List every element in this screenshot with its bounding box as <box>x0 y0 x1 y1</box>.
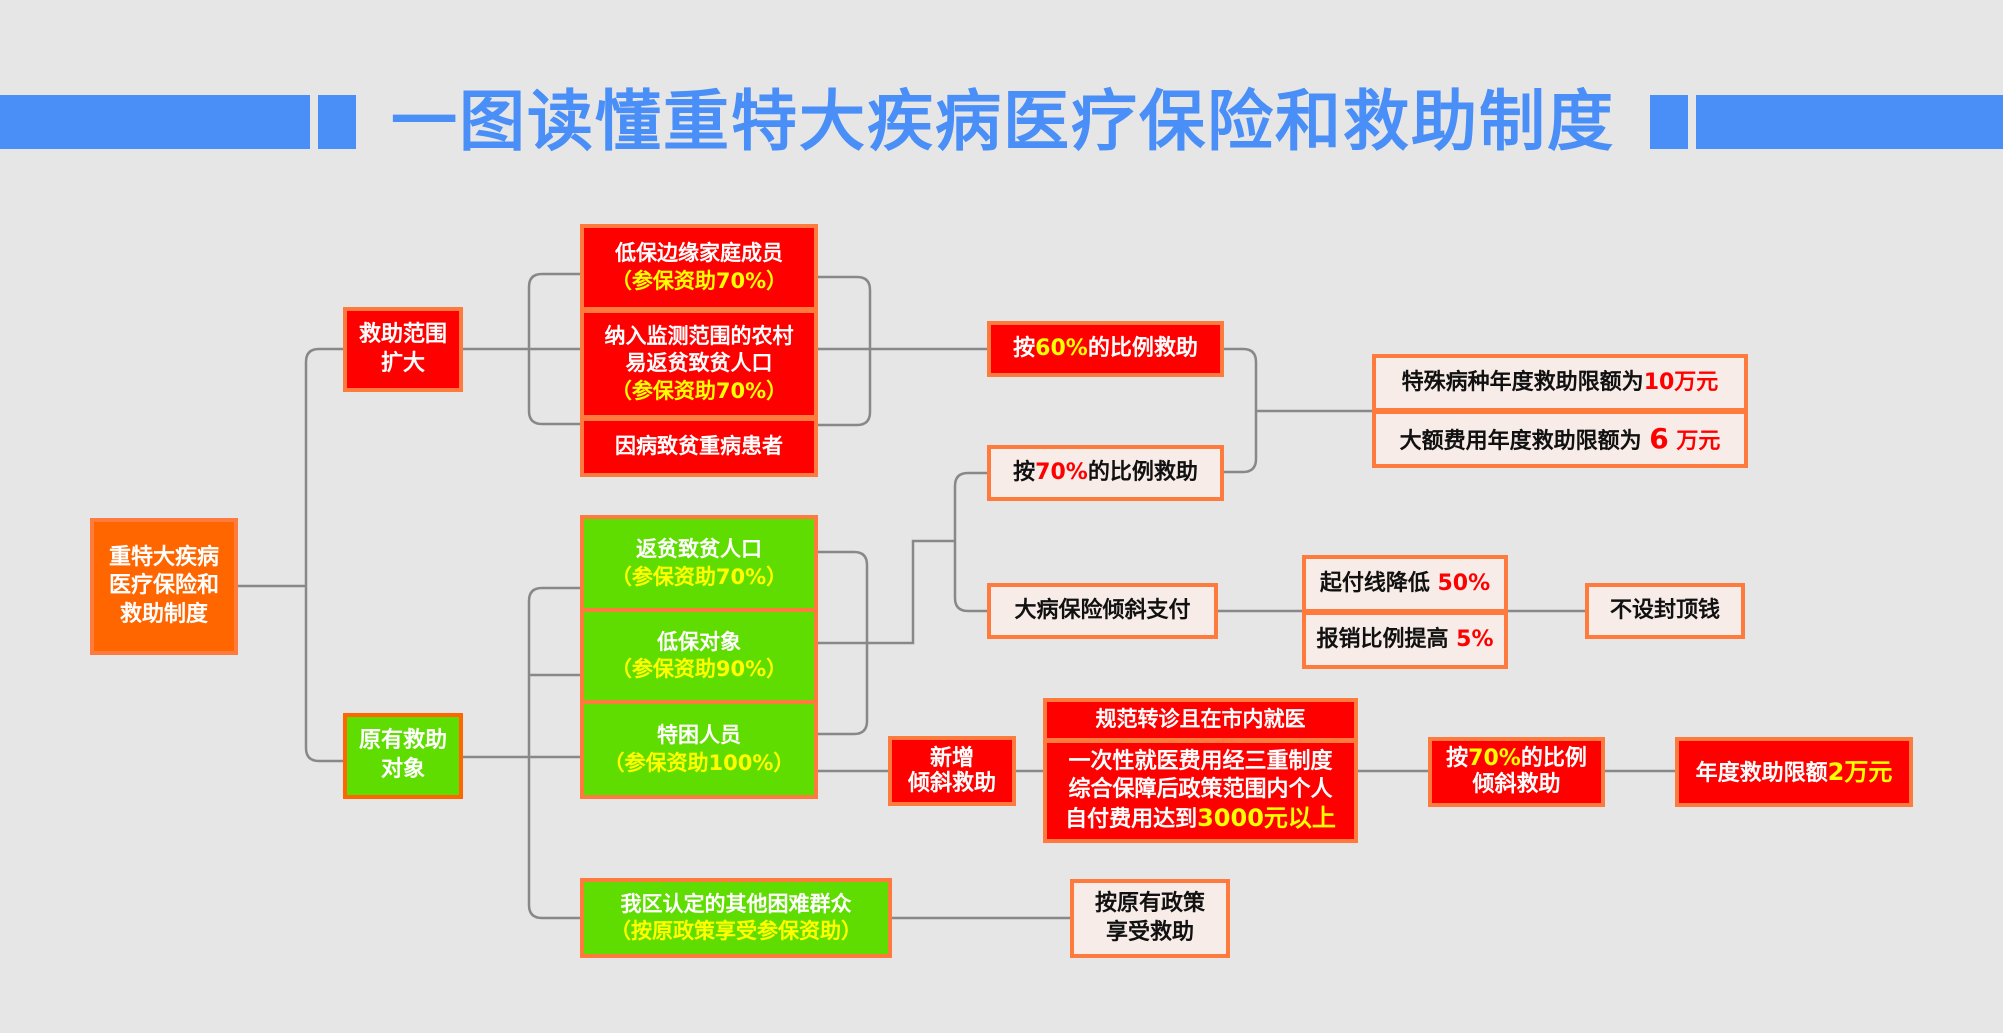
item-label: 特困人员 <box>657 723 741 748</box>
adjust-value: 5% <box>1456 627 1494 652</box>
item-label: 返贫致贫人口 <box>636 537 762 562</box>
critical-insurance-label: 大病保险倾斜支付 <box>1014 597 1191 623</box>
tilt-line-1: 按70%的比例 <box>1446 746 1587 772</box>
item-note: （参保资助100%） <box>603 750 795 775</box>
connector-limits-bracket <box>1224 347 1372 474</box>
item-note: （按原政策享受参保资助） <box>610 919 862 943</box>
connector-expanded-bracket <box>527 272 580 426</box>
adjust-text: 起付线降低 <box>1319 571 1430 596</box>
condition-header: 规范转诊且在市内就医 <box>1043 698 1358 742</box>
ratio-value: 60% <box>1035 336 1088 361</box>
connector-green-to-outcomes <box>818 471 987 645</box>
branch-original-targets: 原有救助 对象 <box>343 713 463 799</box>
condition-value: 3000元以上 <box>1197 804 1336 833</box>
tilt-value: 70% <box>1468 745 1521 771</box>
ratio-prefix: 按 <box>1013 336 1036 361</box>
title-bar-left <box>0 95 310 149</box>
condition-detail: 一次性就医费用经三重制度 综合保障后政策范围内个人 自付费用达到3000元以上 <box>1043 739 1358 843</box>
no-cap-label: 不设封顶钱 <box>1609 597 1720 623</box>
original-policy-line-1: 按原有政策 <box>1094 890 1205 916</box>
outcome-ratio-60: 按60%的比例救助 <box>987 321 1224 377</box>
adjust-value: 50% <box>1437 571 1491 596</box>
limit-large-expense: 大额费用年度救助限额为 6 万元 <box>1372 410 1748 468</box>
original-item-returned-poverty: 返贫致贫人口 （参保资助70%） <box>580 515 818 612</box>
annual-limit-value: 2万元 <box>1827 758 1893 786</box>
expanded-item-monitored-rural: 纳入监测范围的农村 易返贫致贫人口 （参保资助70%） <box>580 309 818 419</box>
item-note: （参保资助90%） <box>610 657 788 681</box>
expanded-item-illness-poverty: 因病致贫重病患者 <box>580 417 818 477</box>
item-label: 低保边缘家庭成员 <box>615 241 783 266</box>
connector-original-bracket <box>527 586 580 920</box>
connector-root-trunk <box>304 347 343 763</box>
tilt-ratio-70: 按70%的比例 倾斜救助 <box>1428 737 1605 807</box>
new-aid-line-2: 倾斜救助 <box>907 771 996 796</box>
ratio-value: 70% <box>1035 460 1088 485</box>
expanded-item-low-income-edge: 低保边缘家庭成员 （参保资助70%） <box>580 224 818 311</box>
ratio-suffix: 的比例救助 <box>1087 336 1198 361</box>
tilt-line-2: 倾斜救助 <box>1472 772 1561 797</box>
condition-header-text: 规范转诊且在市内就医 <box>1095 707 1306 732</box>
branch-expanded-line-1: 救助范围 <box>358 321 447 347</box>
critical-insurance-tilt: 大病保险倾斜支付 <box>987 583 1218 639</box>
adjust-reimbursement: 报销比例提高 5% <box>1302 611 1508 669</box>
branch-original-line-1: 原有救助 <box>358 728 447 754</box>
branch-expanded-line-2: 扩大 <box>380 350 425 376</box>
item-label: 低保对象 <box>657 629 741 654</box>
new-tilt-aid: 新增 倾斜救助 <box>888 736 1016 806</box>
no-cap: 不设封顶钱 <box>1585 583 1745 639</box>
root-line-2: 医疗保险和 <box>108 573 219 599</box>
original-item-other-hardship: 我区认定的其他困难群众 （按原政策享受参保资助） <box>580 878 892 958</box>
root-line-1: 重特大疾病 <box>108 544 219 570</box>
condition-line-1: 一次性就医费用经三重制度 <box>1068 749 1333 775</box>
limit-value: 6 <box>1649 422 1669 455</box>
annual-limit-2w: 年度救助限额2万元 <box>1675 737 1913 807</box>
item-label-1: 纳入监测范围的农村 <box>604 324 794 349</box>
limit-value: 10万元 <box>1643 370 1719 395</box>
ratio-prefix: 按 <box>1013 460 1036 485</box>
adjust-text: 报销比例提高 <box>1316 627 1449 652</box>
adjust-deductible: 起付线降低 50% <box>1302 555 1508 613</box>
item-label: 因病致贫重病患者 <box>615 434 783 459</box>
original-policy-aid: 按原有政策 享受救助 <box>1070 879 1230 958</box>
tilt-prefix: 按 <box>1446 745 1469 771</box>
item-note: （参保资助70%） <box>610 268 788 293</box>
title-bar-right <box>1696 95 2003 149</box>
ratio-suffix: 的比例救助 <box>1087 460 1198 485</box>
page-title: 一图读懂重特大疾病医疗保险和救助制度 <box>391 83 1615 160</box>
item-note: （参保资助70%） <box>610 564 788 589</box>
original-item-extreme-poverty: 特困人员 （参保资助100%） <box>580 700 818 799</box>
branch-original-line-2: 对象 <box>380 757 425 782</box>
item-note: （参保资助70%） <box>610 378 788 403</box>
tilt-suffix: 的比例 <box>1520 745 1587 771</box>
condition-prefix: 自付费用达到 <box>1065 807 1198 833</box>
limit-text: 特殊病种年度救助限额为 <box>1401 370 1644 395</box>
condition-line-3: 自付费用达到3000元以上 <box>1065 803 1336 834</box>
original-item-low-income: 低保对象 （参保资助90%） <box>580 608 818 704</box>
condition-line-2: 综合保障后政策范围内个人 <box>1068 776 1333 802</box>
branch-expanded-scope: 救助范围 扩大 <box>343 307 463 392</box>
limit-text: 大额费用年度救助限额为 <box>1399 429 1642 454</box>
new-aid-line-1: 新增 <box>929 745 974 771</box>
outcome-ratio-70: 按70%的比例救助 <box>987 445 1224 501</box>
root-node: 重特大疾病 医疗保险和 救助制度 <box>90 518 238 655</box>
item-label: 我区认定的其他困难群众 <box>620 891 852 916</box>
title-square-right <box>1650 95 1688 149</box>
limit-unit: 万元 <box>1676 429 1721 454</box>
connector-redstack-bracket <box>818 275 987 427</box>
original-policy-line-2: 享受救助 <box>1105 919 1194 945</box>
limit-special-disease: 特殊病种年度救助限额为10万元 <box>1372 354 1748 412</box>
root-line-3: 救助制度 <box>119 601 208 627</box>
title-square-left <box>318 95 356 149</box>
annual-limit-text: 年度救助限额 <box>1695 761 1828 786</box>
item-label-2: 易返贫致贫人口 <box>625 351 773 376</box>
